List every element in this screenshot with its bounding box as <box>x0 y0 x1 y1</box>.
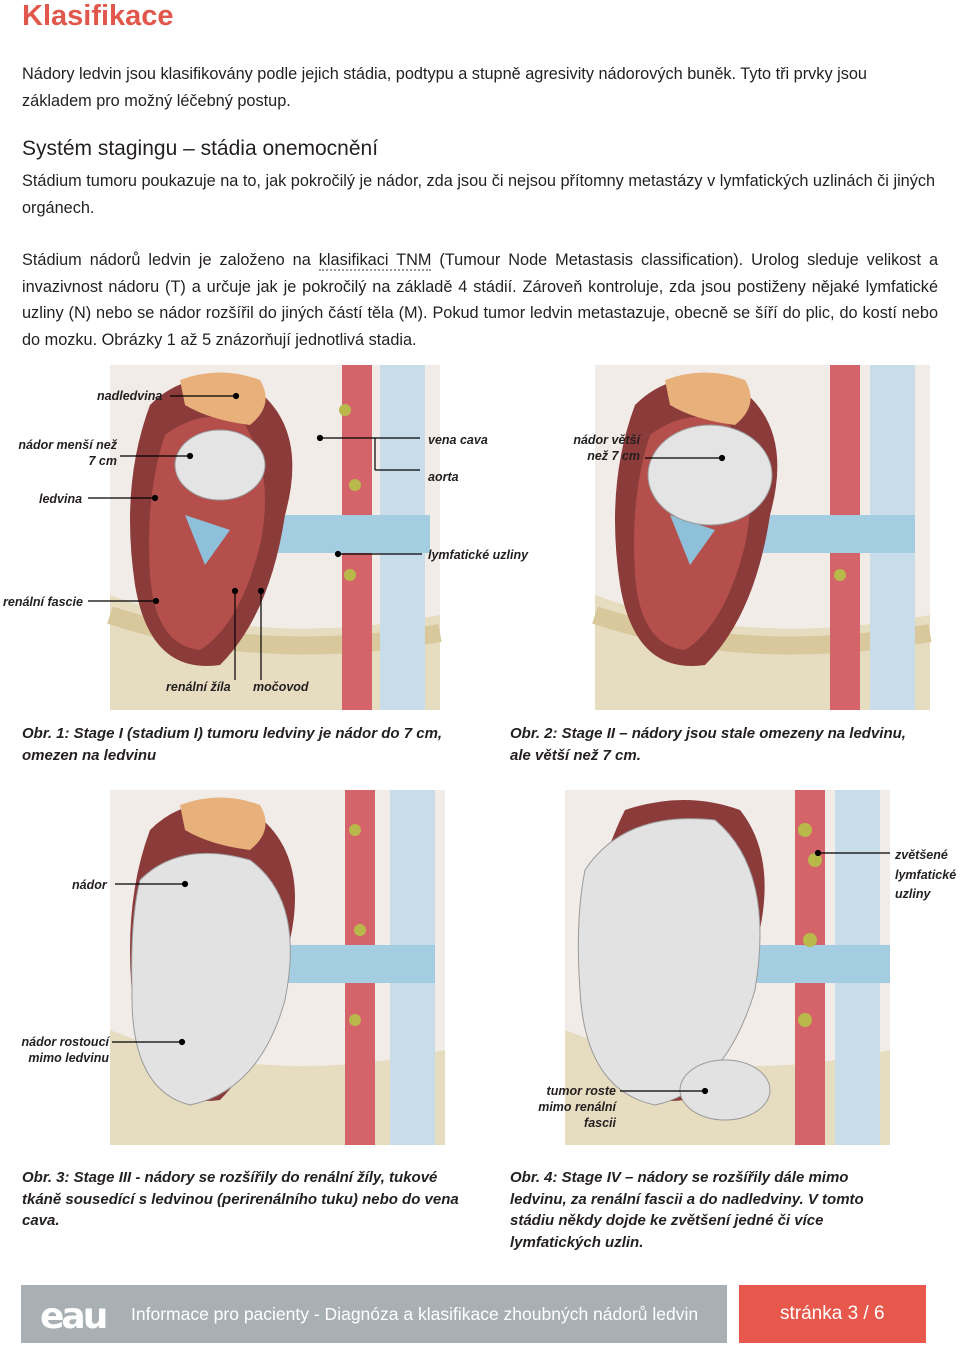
staging-paragraph-1: Stádium tumoru poukazuje na to, jak pokr… <box>22 172 936 217</box>
label-lymph-nodes: lymfatické uzliny <box>428 548 529 562</box>
label-kidney: ledvina <box>39 492 83 506</box>
staging-title: Systém stagingu – stádia onemocnění <box>22 137 379 160</box>
label-renal-fascia: renální fascie <box>3 595 83 609</box>
figure-3-illustration <box>110 790 445 1145</box>
footer-text: Informace pro pacienty - Diagnóza a klas… <box>131 1304 699 1324</box>
figure-2-caption: Obr. 2: Stage II – nádory jsou stale ome… <box>510 725 906 764</box>
page-number-box <box>739 1285 926 1343</box>
label-renal-vein: renální žíla <box>166 680 231 694</box>
intro-paragraph: Nádory ledvin jsou klasifikovány podle j… <box>22 65 867 110</box>
eau-logo: eau <box>40 1296 108 1337</box>
label-adrenal: nadledvina <box>97 389 163 403</box>
figure-1-2-leader-lines <box>88 392 726 680</box>
label-ureter: močovod <box>253 680 309 694</box>
label-aorta: aorta <box>428 470 459 484</box>
figure-4-caption: Obr. 4: Stage IV – nádory se rozšířily d… <box>510 1169 864 1251</box>
staging-paragraph-2: Stádium nádorů ledvin je založeno na kla… <box>22 251 938 349</box>
figure-3-caption: Obr. 3: Stage III - nádory se rozšířily … <box>22 1169 459 1229</box>
label-vena-cava: vena cava <box>428 433 488 447</box>
figure-3-4-leader-lines <box>112 849 890 1095</box>
figure-1-caption: Obr. 1: Stage I (stadium I) tumoru ledvi… <box>22 725 443 764</box>
page-number: stránka 3 / 6 <box>780 1303 885 1324</box>
figure-4-illustration <box>565 790 890 1145</box>
figure-2-illustration <box>592 365 932 710</box>
label-tumor: nádor <box>72 878 107 892</box>
tnm-link[interactable]: klasifikaci TNM <box>318 251 432 271</box>
footer-bar <box>21 1285 727 1343</box>
page-heading: Klasifikace <box>22 0 174 32</box>
